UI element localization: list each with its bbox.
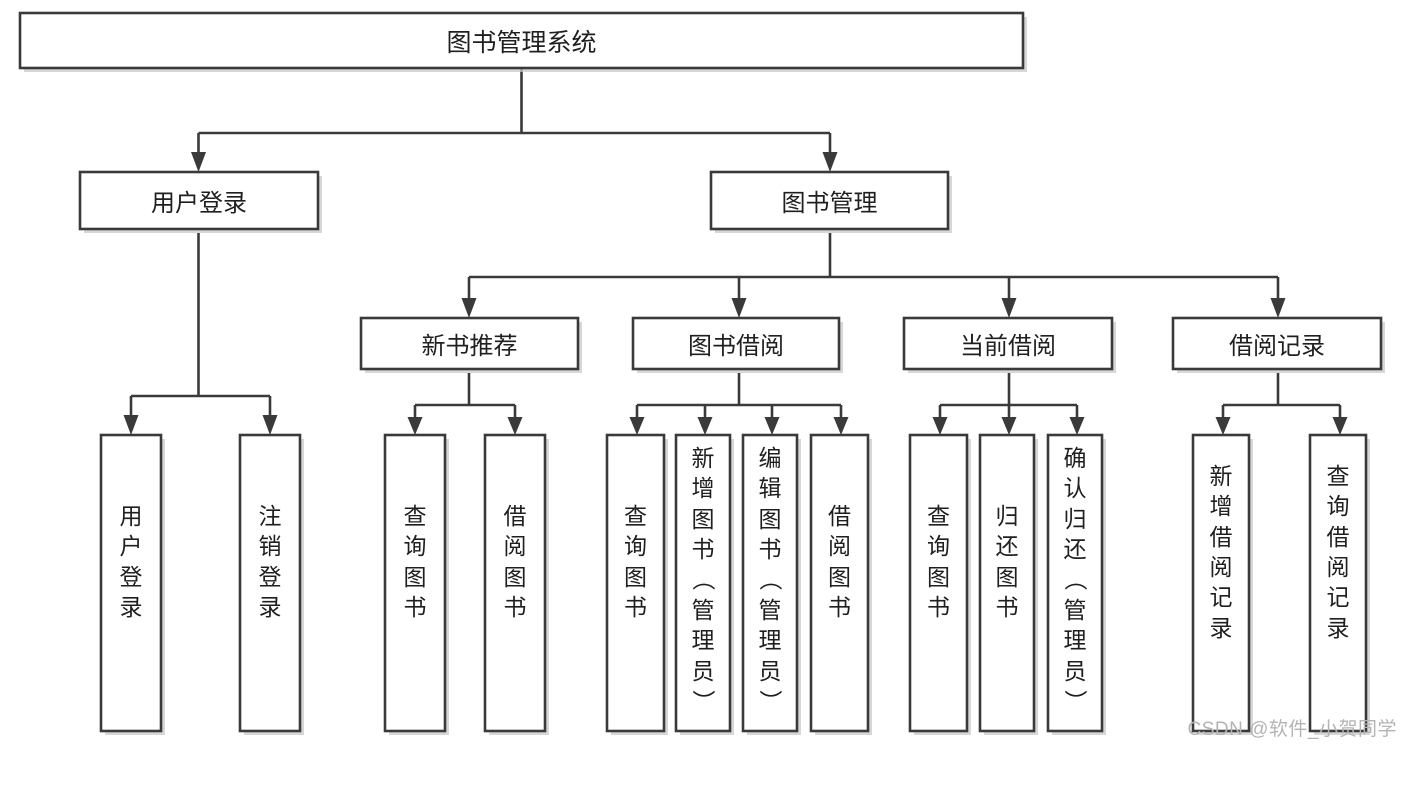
node-box-leaf-confirm-return[interactable]: [1046, 433, 1104, 733]
arrow-head-leaf-query-book-2: [629, 417, 645, 435]
connector-group: [123, 68, 1348, 435]
node-box-leaf-query-record[interactable]: [1308, 433, 1368, 733]
arrow-head-leaf-logout-login: [262, 415, 278, 435]
node-box-root[interactable]: [18, 11, 1025, 70]
arrow-head-book-borrow: [731, 298, 747, 318]
node-box-new-book-recommend[interactable]: [359, 316, 580, 371]
arrow-head-leaf-add-record: [1215, 417, 1231, 435]
arrow-head-leaf-confirm-return: [1069, 417, 1085, 435]
arrow-head-book-manage: [822, 152, 838, 172]
node-box-leaf-logout-login[interactable]: [238, 433, 302, 733]
node-box-leaf-user-login[interactable]: [99, 433, 163, 733]
arrow-head-leaf-query-book-1: [407, 417, 423, 435]
node-box-group: [18, 11, 1385, 735]
node-box-book-manage[interactable]: [709, 170, 950, 231]
arrow-head-current-borrow: [1001, 298, 1017, 318]
arrow-head-leaf-borrow-book-2: [833, 417, 849, 435]
arrow-head-leaf-borrow-book-1: [507, 417, 523, 435]
node-box-borrow-record[interactable]: [1171, 316, 1383, 371]
node-box-leaf-borrow-book-2[interactable]: [809, 433, 870, 733]
node-box-leaf-add-record[interactable]: [1191, 433, 1251, 733]
arrow-head-leaf-return-book: [1001, 417, 1017, 435]
node-box-leaf-query-book-1[interactable]: [383, 433, 447, 733]
arrow-head-leaf-add-book: [697, 417, 713, 435]
arrow-head-leaf-edit-book: [764, 417, 780, 435]
node-box-current-borrow[interactable]: [902, 316, 1114, 371]
node-box-leaf-add-book[interactable]: [674, 433, 732, 733]
node-box-leaf-query-book-2[interactable]: [605, 433, 666, 733]
csdn-watermark: CSDN @软件_小贺同学: [1187, 719, 1397, 740]
node-box-leaf-query-book-3[interactable]: [908, 433, 969, 733]
node-box-user-login[interactable]: [78, 170, 320, 231]
system-structure-diagram: [18, 11, 1385, 735]
node-box-leaf-return-book[interactable]: [978, 433, 1036, 733]
arrow-head-leaf-user-login: [123, 415, 139, 435]
arrow-head-new-book-recommend: [461, 298, 477, 318]
arrow-head-leaf-query-book-3: [932, 417, 948, 435]
node-box-leaf-edit-book[interactable]: [741, 433, 799, 733]
arrow-head-user-login: [191, 152, 206, 172]
arrow-head-borrow-record: [1270, 298, 1286, 318]
node-box-book-borrow[interactable]: [631, 316, 841, 371]
node-box-leaf-borrow-book-1[interactable]: [483, 433, 547, 733]
arrow-head-leaf-query-record: [1332, 417, 1348, 435]
flowchart-canvas: 图书管理系统 用户登录 图书管理 新书推荐 图书借阅 当前借阅 借阅记录 用户登…: [18, 11, 1397, 740]
